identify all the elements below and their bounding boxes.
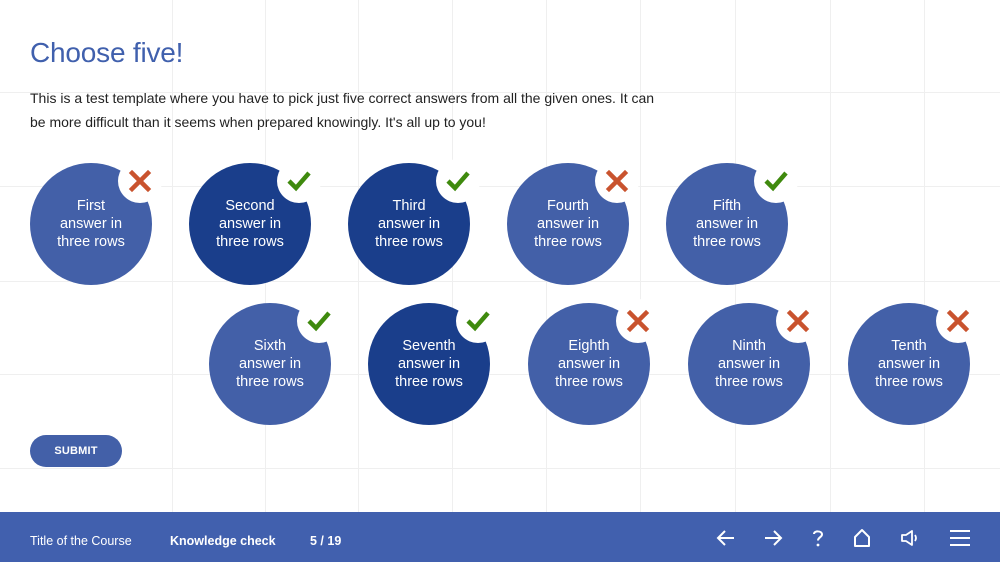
incorrect-badge (595, 159, 639, 203)
page-indicator: 5 / 19 (310, 534, 342, 548)
checkmark-icon (307, 311, 331, 332)
course-title: Title of the Course (30, 534, 132, 548)
answer-label: Sixth answer in three rows (236, 338, 304, 390)
answer-label: Second answer in three rows (216, 198, 284, 250)
incorrect-badge (118, 159, 162, 203)
answer-option-8[interactable]: Eighth answer in three rows (528, 299, 660, 425)
answer-label: Fourth answer in three rows (534, 198, 602, 250)
answer-option-1[interactable]: First answer in three rows (30, 159, 162, 285)
answer-label: First answer in three rows (57, 198, 125, 250)
cross-icon (786, 309, 810, 333)
home-button[interactable] (849, 525, 875, 551)
checkmark-icon (764, 171, 788, 192)
menu-icon (950, 530, 970, 546)
checkmark-icon (287, 171, 311, 192)
answer-label: Tenth answer in three rows (875, 338, 943, 390)
help-icon (813, 530, 824, 547)
checkmark-icon (466, 311, 490, 332)
answer-option-10[interactable]: Tenth answer in three rows (848, 299, 980, 425)
section-title: Knowledge check (170, 534, 276, 548)
previous-button[interactable] (713, 525, 739, 551)
cross-icon (605, 169, 629, 193)
correct-badge (297, 299, 341, 343)
home-icon (854, 529, 870, 547)
next-button[interactable] (760, 525, 786, 551)
answer-option-5[interactable]: Fifth answer in three rows (666, 159, 798, 285)
cross-icon (626, 309, 650, 333)
answer-option-7[interactable]: Seventh answer in three rows (368, 299, 500, 425)
cross-icon (128, 169, 152, 193)
answer-label: Seventh answer in three rows (395, 338, 463, 390)
answer-option-6[interactable]: Sixth answer in three rows (209, 299, 341, 425)
correct-badge (754, 159, 798, 203)
incorrect-badge (616, 299, 660, 343)
volume-button[interactable] (897, 525, 923, 551)
incorrect-badge (936, 299, 980, 343)
page-title: Choose five! (30, 37, 184, 68)
submit-button[interactable]: SUBMIT (30, 435, 122, 467)
checkmark-icon (446, 171, 470, 192)
page-description: This is a test template where you have t… (30, 90, 655, 130)
answer-label: Ninth answer in three rows (715, 338, 783, 390)
incorrect-badge (776, 299, 820, 343)
arrow-left-icon (716, 530, 734, 546)
answer-option-4[interactable]: Fourth answer in three rows (507, 159, 639, 285)
menu-button[interactable] (947, 525, 973, 551)
correct-badge (436, 159, 480, 203)
footer-bar: Title of the Course Knowledge check 5 / … (0, 512, 1000, 562)
cross-icon (946, 309, 970, 333)
answer-option-2[interactable]: Second answer in three rows (189, 159, 321, 285)
correct-badge (277, 159, 321, 203)
volume-icon (901, 530, 917, 546)
answer-label: Third answer in three rows (375, 198, 443, 250)
answer-label: Eighth answer in three rows (555, 338, 623, 390)
arrow-right-icon (765, 530, 783, 546)
correct-badge (456, 299, 500, 343)
answer-option-3[interactable]: Third answer in three rows (348, 159, 480, 285)
answer-label: Fifth answer in three rows (693, 198, 761, 250)
answer-option-9[interactable]: Ninth answer in three rows (688, 299, 820, 425)
help-button[interactable] (805, 525, 831, 551)
